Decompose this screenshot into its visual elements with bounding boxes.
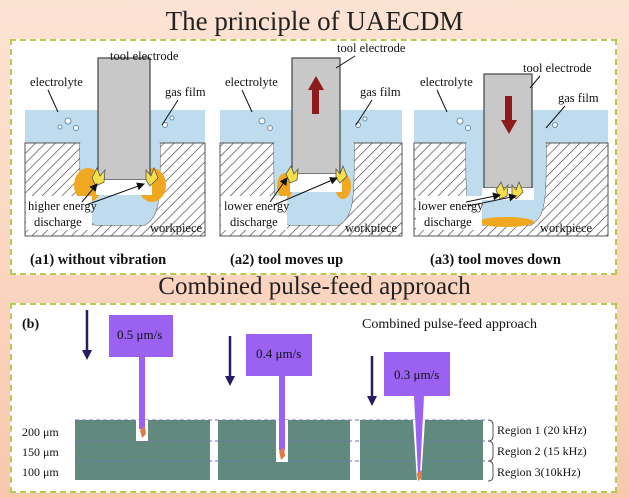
spark-icon [417, 470, 422, 481]
spark-icon [285, 165, 299, 184]
discharge-zone-bottom [478, 217, 534, 227]
panel-caption: (a3) tool moves down [430, 252, 561, 268]
label-bg [416, 196, 482, 230]
region-label: Region 1 (20 kHz) [497, 423, 587, 437]
panel-a1: higher energy discharge electrolyte tool… [24, 49, 206, 268]
electrolyte-label: electrolyte [225, 75, 278, 89]
panel-a2: lower energy discharge electrolyte tool … [219, 41, 406, 268]
panel-caption: (a2) tool moves up [230, 252, 343, 268]
discharge-label-line2: discharge [424, 215, 472, 229]
gas-film [290, 174, 342, 192]
arrow-up-icon [312, 88, 319, 114]
panel-b-label: (b) [22, 317, 39, 332]
discharge-label-line1: lower energy [224, 199, 290, 213]
tool-electrode [414, 396, 424, 474]
discharge-label-line2: discharge [34, 215, 82, 229]
depth-label: 100 μm [22, 465, 59, 479]
discharge-label-line2: discharge [230, 215, 278, 229]
tool-electrode-label: tool electrode [523, 61, 592, 75]
feed-block [109, 315, 173, 357]
tool-electrode [139, 357, 145, 429]
region-bracket [487, 460, 494, 482]
tool-electrode-label: tool electrode [110, 49, 179, 63]
region-label: Region 2 (15 kHz) [497, 444, 587, 458]
arrow-down-icon-head [501, 120, 517, 134]
label-bg [26, 196, 92, 230]
panel-b-title: Combined pulse-feed approach [362, 317, 537, 332]
spark-icon [145, 166, 159, 187]
tool-electrode [279, 376, 285, 450]
feed-rate-label: 0.5 μm/s [117, 327, 162, 342]
tool-electrode [97, 57, 151, 181]
gas-film-label: gas film [360, 85, 401, 99]
arrow-up-icon-head [308, 76, 324, 90]
spark-icon [279, 447, 285, 460]
gas-film [96, 180, 152, 195]
electrolyte-label: electrolyte [420, 75, 473, 89]
panel-a3: lower energy discharge electrolyte tool … [413, 61, 609, 268]
gas-film [482, 188, 534, 200]
workpiece-label: workpiece [150, 221, 203, 235]
spark-icon [140, 426, 146, 438]
arrow-down-icon [505, 96, 512, 122]
region-bracket [487, 440, 494, 462]
depth-label: 150 μm [22, 445, 59, 459]
feed-block [384, 352, 450, 396]
electrolyte-label: electrolyte [30, 75, 83, 89]
region-label: Region 3(10kHz) [497, 465, 581, 479]
label-bg [221, 196, 287, 230]
discharge-label-line1: lower energy [418, 199, 484, 213]
feed-block [246, 334, 312, 376]
region-bracket [487, 419, 494, 442]
feed-rate-label: 0.4 μm/s [256, 346, 301, 361]
gas-film-label: gas film [558, 91, 599, 105]
feed-arrow-icon-head [225, 376, 235, 386]
approach-title: Combined pulse-feed approach [158, 273, 471, 300]
feed-arrow-icon-head [82, 350, 92, 360]
feed-rate-label: 0.3 μm/s [394, 367, 439, 382]
gas-film-label: gas film [165, 85, 206, 99]
depth-label: 200 μm [22, 425, 59, 439]
panel-b: (b) Combined pulse-feed approach 0.5 μm/… [22, 310, 587, 482]
panel-caption: (a1) without vibration [30, 252, 166, 268]
workpiece-label: workpiece [345, 221, 398, 235]
tool-electrode-label: tool electrode [337, 41, 406, 55]
tool-electrode [291, 57, 341, 175]
feed-arrow-icon-head [367, 396, 377, 406]
discharge-label-line1: higher energy [28, 199, 98, 213]
workpiece-label: workpiece [540, 221, 593, 235]
principle-title: The principle of UAECDM [165, 6, 464, 36]
